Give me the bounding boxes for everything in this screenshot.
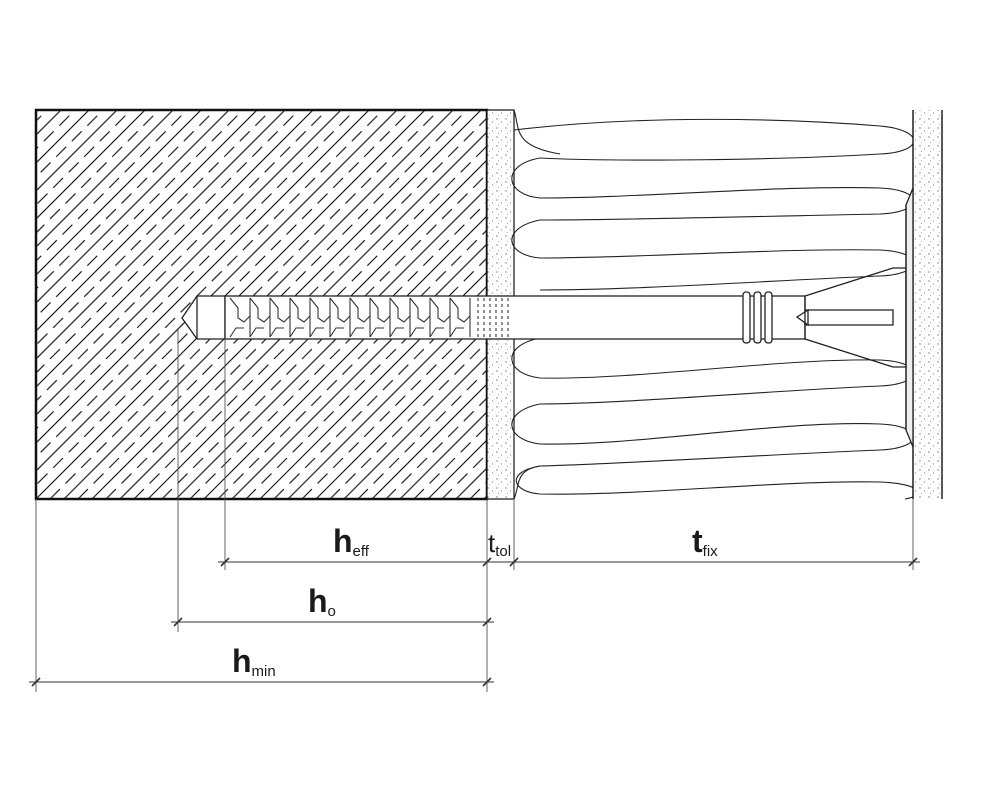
hatch-line (36, 110, 342, 416)
insulation-lobe (511, 219, 915, 291)
expansion-segment (409, 297, 431, 338)
hatch-line-dashed (36, 110, 328, 402)
hatch-line-dashed (49, 110, 440, 499)
expansion-segment (389, 297, 411, 338)
expansion-segment (349, 297, 371, 338)
insulation-lobe (515, 465, 919, 500)
hatch-line-dashed (0, 99, 30, 499)
hatch-line-dashed (36, 110, 272, 346)
anchor-shaft (224, 295, 806, 340)
insulation-lobe (511, 403, 915, 467)
hatch-line (343, 355, 487, 499)
label-t-fix: tfix (692, 523, 718, 560)
anchor-pin (804, 309, 894, 326)
hatch-line-dashed (161, 173, 487, 499)
hatch-line-dashed (301, 313, 487, 499)
hatch-line-dashed (133, 145, 487, 499)
hatch-line-dashed (245, 257, 487, 499)
hatch-line (36, 110, 286, 360)
hatch-line (36, 110, 370, 444)
hatch-line-dashed (36, 110, 384, 458)
hatch-line-dashed (36, 110, 356, 430)
insulation-outline (513, 109, 561, 155)
tolerance-marks (477, 298, 509, 337)
hatch-line (36, 110, 314, 388)
anchor-washer (905, 187, 914, 448)
hatch-line (36, 110, 118, 192)
hatch-line (315, 327, 487, 499)
hatch-line-dashed (385, 397, 487, 499)
expansion-segment (249, 297, 271, 338)
expansion-segment (369, 297, 391, 338)
insulation-lobe (511, 157, 915, 221)
label-t-tol: ttol (488, 528, 511, 560)
hatch-line-dashed (36, 110, 300, 374)
hatch-line-dashed (36, 110, 188, 262)
hatch-line-dashed (36, 110, 160, 234)
expansion-segment (429, 297, 451, 338)
hatch-line (287, 299, 487, 499)
expansion-segment (229, 297, 251, 338)
hatch-line-dashed (329, 341, 487, 499)
hatch-line (399, 411, 487, 499)
hatch-line (36, 110, 146, 220)
hatch-line-dashed (273, 285, 487, 499)
hatch-line-dashed (36, 110, 132, 206)
hatch-line-dashed (357, 369, 487, 499)
expansion-segment (269, 297, 291, 338)
expansion-zone (229, 297, 471, 338)
insulation-layer (511, 109, 919, 500)
expansion-segment (289, 297, 311, 338)
hatch-line (371, 383, 487, 499)
hatch-line-dashed (36, 110, 216, 290)
hatch-line (36, 110, 230, 304)
expansion-segment (449, 297, 471, 338)
anchor-rings (742, 291, 773, 344)
hatch-line-dashed (217, 229, 487, 499)
hatch-line-dashed (36, 110, 104, 178)
insulation-lobe (513, 118, 915, 161)
label-h-eff: heff (333, 523, 370, 560)
expansion-segment (329, 297, 351, 338)
hatch-line-dashed (413, 425, 487, 499)
insulation-outline (513, 465, 541, 500)
insulation-lobe (511, 337, 915, 405)
hatch-line-dashed (189, 201, 487, 499)
hatch-line-dashed (36, 110, 412, 486)
label-h-o: ho (308, 583, 336, 620)
hatch-line-dashed (36, 110, 244, 318)
hatch-line-dashed (105, 117, 487, 499)
insulation-anchor (181, 187, 914, 448)
hatch-line (36, 110, 258, 332)
dimension-lines (29, 557, 920, 687)
hatch-line (0, 99, 16, 499)
outer-render-layer (912, 110, 943, 499)
hatch-line (36, 110, 174, 248)
expansion-segment (309, 297, 331, 338)
hatch-line (36, 110, 202, 276)
label-h-min: hmin (232, 643, 276, 680)
hatch-line-dashed (77, 110, 468, 499)
extension-lines (35, 330, 914, 692)
